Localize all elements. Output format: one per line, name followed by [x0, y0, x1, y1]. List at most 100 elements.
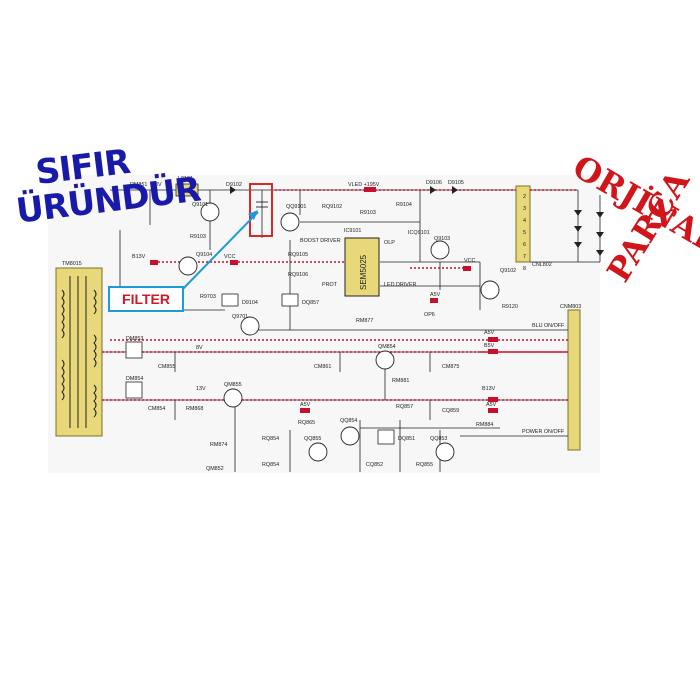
label-rm851: RM851 — [130, 182, 147, 188]
label-qm855: QM855 — [224, 382, 242, 388]
label-cq852: CQ852 — [366, 462, 383, 468]
label-vcc2: VCC — [464, 258, 475, 264]
label-d9106: D9106 — [426, 180, 442, 186]
transistor-qm854 — [375, 350, 395, 370]
label-d9104: D9104 — [242, 300, 258, 306]
label-l9101: L9101 — [178, 176, 193, 182]
label-sem5025: SEM5025 — [359, 254, 368, 290]
label-rq857: RQ857 — [396, 404, 413, 410]
label-cm854: CM854 — [148, 406, 165, 412]
label-power-onoff: POWER ON/OFF — [522, 429, 565, 435]
label-qm852: QM852 — [206, 466, 224, 472]
original-part-banner: ORJİNAL PARÇA — [552, 147, 700, 288]
label-qq853: QQ853 — [430, 436, 447, 442]
label-r9103b: R9103 — [190, 234, 206, 240]
label-dq851: DQ851 — [398, 436, 415, 442]
label-rq864: RQ854 — [262, 436, 279, 442]
label-tm8015: TM8015 — [62, 261, 82, 267]
label-dm854: DM854 — [126, 376, 143, 382]
label-rq865: RQ865 — [298, 420, 315, 426]
label-led-driver: LED DRIVER — [384, 282, 416, 288]
label-a5v-4: A5V — [486, 402, 497, 408]
zero-product-banner: SIFIR ÜRÜNDÜR — [4, 142, 202, 250]
label-rq9102: RQ9102 — [322, 204, 342, 210]
connector-cnm803 — [567, 309, 581, 451]
label-q9101: Q9101 — [192, 202, 208, 208]
transistor-qq854 — [340, 426, 360, 446]
transistor-q9101 — [200, 202, 220, 222]
diode-dq857 — [281, 293, 299, 307]
pointer-arrow — [177, 211, 259, 295]
label-ic9101: IC9101 — [344, 228, 361, 234]
label-rq9105: RQ9105 — [288, 252, 308, 258]
label-q9103: Q9103 — [434, 236, 450, 242]
label-q9104: Q9104 — [196, 252, 212, 258]
label-d9102: D9102 — [226, 182, 242, 188]
label-rm881: RM881 — [392, 378, 409, 384]
label-r9120: R9120 — [502, 304, 518, 310]
label-boost-driver: BOOST DRIVER — [300, 238, 341, 244]
label-b13v-2: B13V — [482, 386, 496, 392]
label-cq859: CQ859 — [442, 408, 459, 414]
label-q9102: Q9102 — [500, 268, 516, 274]
label-cm861: CM861 — [314, 364, 331, 370]
label-dq857: DQ857 — [302, 300, 319, 306]
pin-6: 6 — [523, 242, 526, 248]
label-b13v: B13V — [132, 254, 146, 260]
label-a5v-3: A5V — [300, 402, 311, 408]
label-v13: 13V — [196, 386, 206, 392]
transistor-qq9101 — [280, 212, 300, 232]
pointer-arrowhead — [248, 210, 258, 220]
pin-8: 8 — [523, 266, 526, 272]
connector-cnl802 — [515, 185, 531, 263]
label-rm877: RM877 — [356, 318, 373, 324]
label-r9703: R9703 — [200, 294, 216, 300]
label-vled: VLED +195V — [348, 182, 380, 188]
pin-7: 7 — [523, 254, 526, 260]
label-vcc: VCC — [224, 254, 235, 260]
pin-2: 2 — [523, 194, 526, 200]
transistor-q9701 — [240, 316, 260, 336]
diode-dm854 — [125, 381, 143, 399]
pin-5: 5 — [523, 230, 526, 236]
label-rq855: RQ855 — [416, 462, 433, 468]
transistor-q9102 — [480, 280, 500, 300]
label-rq854: RQ854 — [262, 462, 279, 468]
label-r9104: R9104 — [396, 202, 412, 208]
transistor-q9103 — [430, 240, 450, 260]
label-rm868: RM868 — [186, 406, 203, 412]
label-qm854: QM854 — [378, 344, 396, 350]
diode-d9104 — [221, 293, 239, 307]
label-rq9106: RQ9106 — [288, 272, 308, 278]
label-dm853: DM853 — [126, 336, 143, 342]
label-r9103: R9103 — [360, 210, 376, 216]
pin-4: 4 — [523, 218, 526, 224]
label-cnm803: CNM803 — [560, 304, 581, 310]
label-olp: OLP — [384, 240, 395, 246]
label-rm884: RM884 — [476, 422, 493, 428]
label-qq854: QQ854 — [340, 418, 357, 424]
label-op6: OP6 — [424, 312, 435, 318]
diode-dm853 — [125, 341, 143, 359]
label-qq9101: QQ9101 — [286, 204, 306, 210]
transistor-qq855 — [308, 442, 328, 462]
label-a5v-2: A5V — [484, 330, 495, 336]
label-rm874: RM874 — [210, 442, 227, 448]
label-v83: 83V — [152, 182, 162, 188]
label-cm855: CM855 — [158, 364, 175, 370]
label-prot: PROT — [322, 282, 338, 288]
transistor-q9104 — [178, 256, 198, 276]
label-cnl802: CNL802 — [532, 262, 552, 268]
transistor-qq853 — [435, 442, 455, 462]
inductor-l9101 — [175, 183, 199, 197]
label-cm875: CM875 — [442, 364, 459, 370]
label-qq855: QQ855 — [304, 436, 321, 442]
label-v8: 8V — [196, 345, 203, 351]
label-blu-onoff: BLU ON/OFF — [532, 323, 565, 329]
label-q9701: Q9701 — [232, 314, 248, 320]
label-b5v: B5V — [484, 343, 495, 349]
highlight-box — [249, 183, 273, 237]
filter-callout: FILTER — [108, 286, 184, 312]
schematic-frame — [48, 175, 600, 473]
